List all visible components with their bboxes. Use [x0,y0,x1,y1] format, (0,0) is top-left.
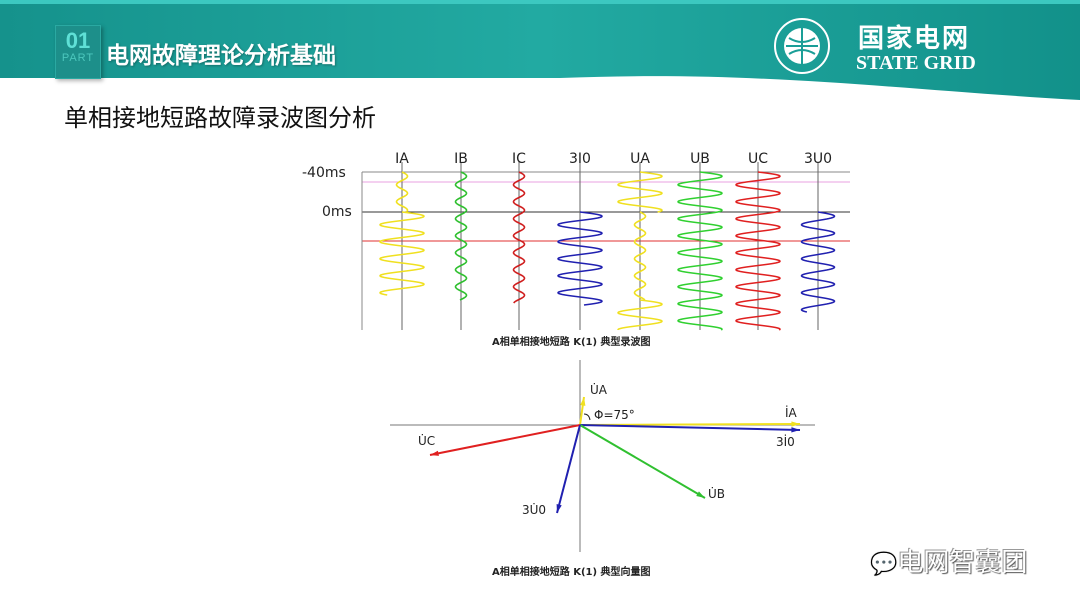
channel-ub: UB [677,151,723,331]
channel-label: IB [454,151,468,167]
vector-label: İA [785,405,798,420]
vector-line [429,424,581,456]
part-number: 01 [65,28,91,53]
time-label-minus40: -40ms [302,165,346,181]
arrowhead-icon [430,450,439,456]
waveform-trace [800,211,836,313]
vector-label: U̇C [418,434,435,448]
angle-arc [583,413,591,421]
vector-line [579,424,706,499]
time-label-0: 0ms [322,204,352,220]
channel-ia: IA [379,151,425,330]
waveform-trace [617,299,663,331]
channel-label: IA [395,151,409,167]
part-word: PART [61,52,95,64]
vector-label: U̇B [708,487,725,501]
channel-3u0: 3U0 [800,151,836,330]
channel-label: UB [690,151,710,167]
logo-en: STATE GRID [856,52,976,74]
state-grid-logo: 国家电网 STATE GRID [770,16,990,78]
vector-label: U̇A [590,383,608,397]
arrowhead-icon [791,421,800,427]
arrowhead-icon [580,397,586,406]
section-title: 电网故障理论分析基础 [106,43,336,69]
channel-label: UC [748,151,768,167]
vector-label: 3İ0 [776,434,795,449]
waveform-trace [454,171,468,301]
arrowhead-icon [696,491,705,498]
slide-subtitle: 单相接地短路故障录波图分析 [64,104,376,132]
waveform-trace [512,171,526,304]
phasor-vector: 3İ0 [579,424,801,449]
waveform-trace [633,211,647,301]
vector-line [556,424,581,514]
arrowhead-icon [556,504,562,513]
globe-logo-icon [774,18,830,74]
angle-label: Φ=75° [594,408,635,422]
channel-ib: IB [454,151,468,330]
slide-header: 01 PART 电网故障理论分析基础 国家电网 STATE GRID [0,0,1080,110]
waveform-trace [395,171,409,213]
waveform-trace [677,171,723,331]
header-background [0,0,1080,100]
watermark: 💬电网智囊团 [870,542,1027,579]
waveform-trace [617,171,663,213]
waveform-trace [735,171,781,331]
channel-label: 3U0 [804,151,832,167]
phasor-diagram: U̇A İA 3İ0 U̇C U̇B 3U̇0 Φ=75° [390,360,815,552]
waveform-trace [379,211,425,296]
watermark-text: 电网智囊团 [897,548,1028,578]
logo-cn: 国家电网 [858,24,971,54]
phasor-vector: 3U̇0 [522,424,581,517]
channel-uc: UC [735,151,781,331]
vector-label: 3U̇0 [522,503,546,517]
phasor-vector: U̇B [579,424,725,501]
phasor-vector: U̇A [579,383,608,426]
channel-3i0: 3I0 [557,151,603,330]
arrowhead-icon [791,427,800,433]
waveform-caption: A相单相接地短路 K(1) 典型录波图 [492,337,651,348]
channel-ua: UA [617,151,663,331]
channel-label: 3I0 [569,151,591,167]
phasor-vector: U̇C [418,424,581,456]
vector-line [579,424,801,431]
waveform-grid [361,171,850,330]
wechat-icon: 💬 [870,552,898,577]
waveform-trace [557,211,603,306]
channel-label: IC [512,151,526,167]
phasor-caption: A相单相接地短路 K(1) 典型向量图 [492,567,651,578]
channel-label: UA [630,151,650,167]
part-badge: 01 PART [55,25,101,79]
channel-ic: IC [512,151,526,330]
